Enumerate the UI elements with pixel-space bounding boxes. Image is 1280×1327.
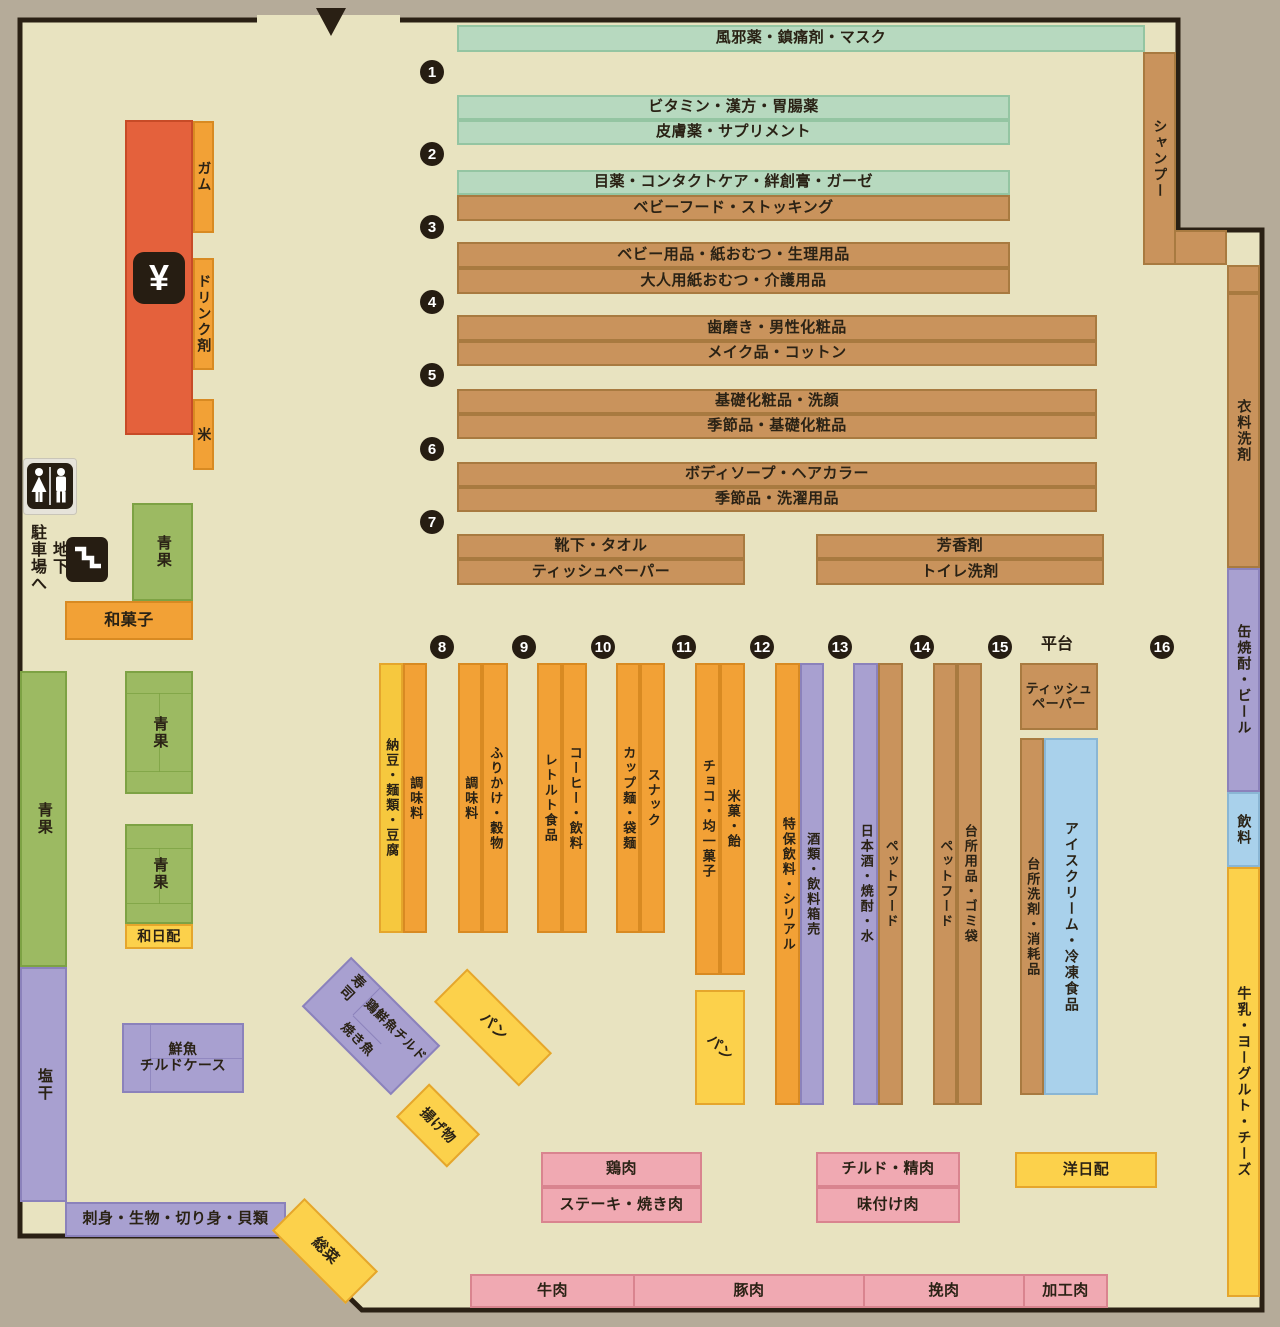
area-tissue-paper-table: ティッシュペーパー (1020, 663, 1098, 730)
yen-icon: ¥ (133, 252, 185, 304)
badge-3: 3 (420, 215, 444, 239)
area-tissue-paper-row: ティッシュペーパー (457, 559, 745, 585)
area-salted-dried: 塩干 (20, 967, 67, 1202)
aisle-natto-noodle-tofu: 納豆・麺類・豆腐 (379, 663, 403, 933)
badge-7: 7 (420, 510, 444, 534)
basement-label: 地下 (50, 541, 67, 575)
area-adult-diaper-care: 大人用紙おむつ・介護用品 (457, 268, 1010, 294)
area-vitamin-kampo: ビタミン・漢方・胃腸薬 (457, 95, 1010, 120)
area-seasonal-basic-cosme: 季節品・基礎化粧品 (457, 414, 1097, 439)
badge-5: 5 (420, 363, 444, 387)
badge-8: 8 (430, 635, 454, 659)
area-cold-medicine-masks: 風邪薬・鎮痛剤・マスク (457, 25, 1145, 52)
area-beverage: 飲料 (1227, 792, 1260, 867)
badge-2: 2 (420, 142, 444, 166)
area-bread-column: パン (695, 990, 745, 1105)
area-chicken: 鶏肉 (541, 1152, 702, 1187)
area-babyfood-stocking: ベビーフード・ストッキング (457, 195, 1010, 221)
aisle-seasoning-1: 調味料 (403, 663, 427, 933)
area-gum: ガム (193, 121, 214, 233)
area-yo-daily: 洋日配 (1015, 1152, 1157, 1188)
aisle-petfood-1: ペットフード (878, 663, 903, 1105)
area-ground-meat: 挽肉 (863, 1276, 1023, 1306)
area-toilet-cleaner: トイレ洗剤 (816, 559, 1104, 585)
stairs-icon (66, 537, 108, 582)
area-socks-towel: 靴下・タオル (457, 534, 745, 559)
area-shampoo: シャンプー (1143, 52, 1176, 265)
area-wagashi: 和菓子 (65, 601, 193, 640)
area-seasonal-laundry: 季節品・洗濯用品 (457, 487, 1097, 512)
entrance-triangle-icon (316, 8, 346, 36)
aisle-seasoning-2: 調味料 (458, 663, 482, 933)
area-shampoo-foot (1174, 230, 1227, 265)
area-makeup-cotton: メイク品・コットン (457, 341, 1097, 366)
aisle-liquor-case-sale: 酒類・飲料箱売 (800, 663, 824, 1105)
area-drink-agent: ドリンク剤 (193, 258, 214, 370)
aisle-kitchen-goods: 台所用品・ゴミ袋 (957, 663, 982, 1105)
aisle-kitchen-detergent: 台所洗剤・消耗品 (1020, 738, 1044, 1095)
area-produce-3: 青果 (125, 824, 193, 924)
area-bodysoap-haircolor: ボディソープ・ヘアカラー (457, 462, 1097, 487)
aisle-sake-shochu-water: 日本酒・焼酎・水 (853, 663, 878, 1105)
aisle-choco-candy: チョコ・均一菓子 (695, 663, 720, 975)
parking-label: 駐車場へ (28, 524, 45, 592)
area-canned-shochu-beer: 缶焼酎・ビール (1227, 568, 1260, 792)
restroom-icon (23, 458, 77, 515)
area-sashimi: 刺身・生物・切り身・貝類 (65, 1202, 286, 1237)
area-clothing-detergent-end (1227, 265, 1260, 293)
area-beef: 牛肉 (536, 1281, 568, 1299)
area-baby-diaper-sanitary: ベビー用品・紙おむつ・生理用品 (457, 242, 1010, 268)
divider-line (159, 848, 160, 904)
aisle-coffee-beverage: コーヒー・飲料 (562, 663, 587, 933)
badge-14: 14 (910, 635, 934, 659)
flat-table-label: 平台 (1040, 636, 1073, 653)
aisle-cup-noodle: カップ麺・袋麺 (616, 663, 640, 933)
area-produce-1: 青果 (132, 503, 193, 601)
area-toothpaste-mens-cosme: 歯磨き・男性化粧品 (457, 315, 1097, 341)
area-pork: 豚肉 (633, 1276, 863, 1306)
area-processed-meat: 加工肉 (1023, 1276, 1106, 1306)
area-basic-cosme-facewash: 基礎化粧品・洗顔 (457, 389, 1097, 414)
area-eyedrops-gauze: 目薬・コンタクトケア・絆創膏・ガーゼ (457, 170, 1010, 195)
aisle-icecream-frozen: アイスクリーム・冷凍食品 (1044, 738, 1098, 1095)
badge-4: 4 (420, 290, 444, 314)
badge-9: 9 (512, 635, 536, 659)
aisle-snack: スナック (640, 663, 665, 933)
area-clothing-detergent: 衣料洗剤 (1227, 293, 1260, 568)
area-seasoned-meat: 味付け肉 (816, 1187, 960, 1223)
aisle-petfood-2: ペットフード (933, 663, 957, 1105)
area-produce-left: 青果 (20, 671, 67, 967)
area-steak-grill: ステーキ・焼き肉 (541, 1187, 702, 1223)
area-skin-supplement: 皮膚薬・サプリメント (457, 120, 1010, 145)
area-milk-yogurt-cheese: 牛乳・ヨーグルト・チーズ (1227, 867, 1260, 1297)
divider-line (159, 693, 160, 772)
area-air-freshener: 芳香剤 (816, 534, 1104, 559)
badge-1: 1 (420, 60, 444, 84)
badge-11: 11 (672, 635, 696, 659)
aisle-tokuho-cereal: 特保飲料・シリアル (775, 663, 800, 1105)
aisle-rice-cracker: 米菓・飴 (720, 663, 745, 975)
area-rice: 米 (193, 399, 214, 470)
badge-15: 15 (988, 635, 1012, 659)
aisle-furikake-grain: ふりかけ・穀物 (482, 663, 508, 933)
area-wa-daily: 和日配 (125, 924, 193, 949)
badge-6: 6 (420, 437, 444, 461)
badge-13: 13 (828, 635, 852, 659)
area-fresh-fish-chilled-case: 鮮魚チルドケース (122, 1023, 244, 1093)
area-chilled-meat: チルド・精肉 (816, 1152, 960, 1187)
aisle-retort-food: レトルト食品 (537, 663, 562, 933)
badge-16: 16 (1150, 635, 1174, 659)
badge-10: 10 (591, 635, 615, 659)
divider-line (150, 1058, 242, 1059)
area-produce-2: 青果 (125, 671, 193, 794)
badge-12: 12 (750, 635, 774, 659)
meat-counter-bar: 牛肉 豚肉 挽肉 加工肉 (470, 1274, 1108, 1308)
